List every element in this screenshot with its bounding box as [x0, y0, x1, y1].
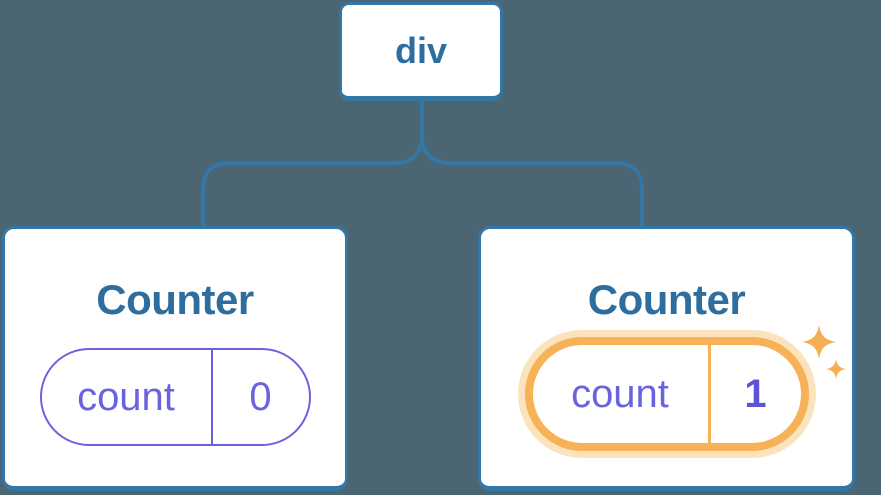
- sparkle-icon: [826, 359, 846, 379]
- connector-branch-right: [420, 133, 644, 228]
- state-value: 0: [249, 374, 272, 419]
- sparkle-icons: [802, 325, 846, 379]
- state-key-label: count: [533, 345, 711, 443]
- state-value: 1: [744, 371, 767, 416]
- root-node-label: div: [394, 29, 447, 71]
- state-pill-highlight-glow: count 1: [517, 330, 816, 458]
- state-pill: count 0: [39, 348, 311, 446]
- counter-card-left: Counter count 0: [2, 226, 348, 491]
- sparkle-icon: [802, 325, 836, 359]
- state-key-label: count: [42, 350, 213, 444]
- connector-branch-left: [201, 99, 424, 228]
- counter-card-right: Counter count 1: [478, 226, 855, 491]
- root-node: div: [339, 2, 503, 101]
- component-title: Counter: [587, 276, 746, 323]
- state-pill-updated: count 1: [524, 337, 809, 451]
- component-title: Counter: [96, 276, 254, 323]
